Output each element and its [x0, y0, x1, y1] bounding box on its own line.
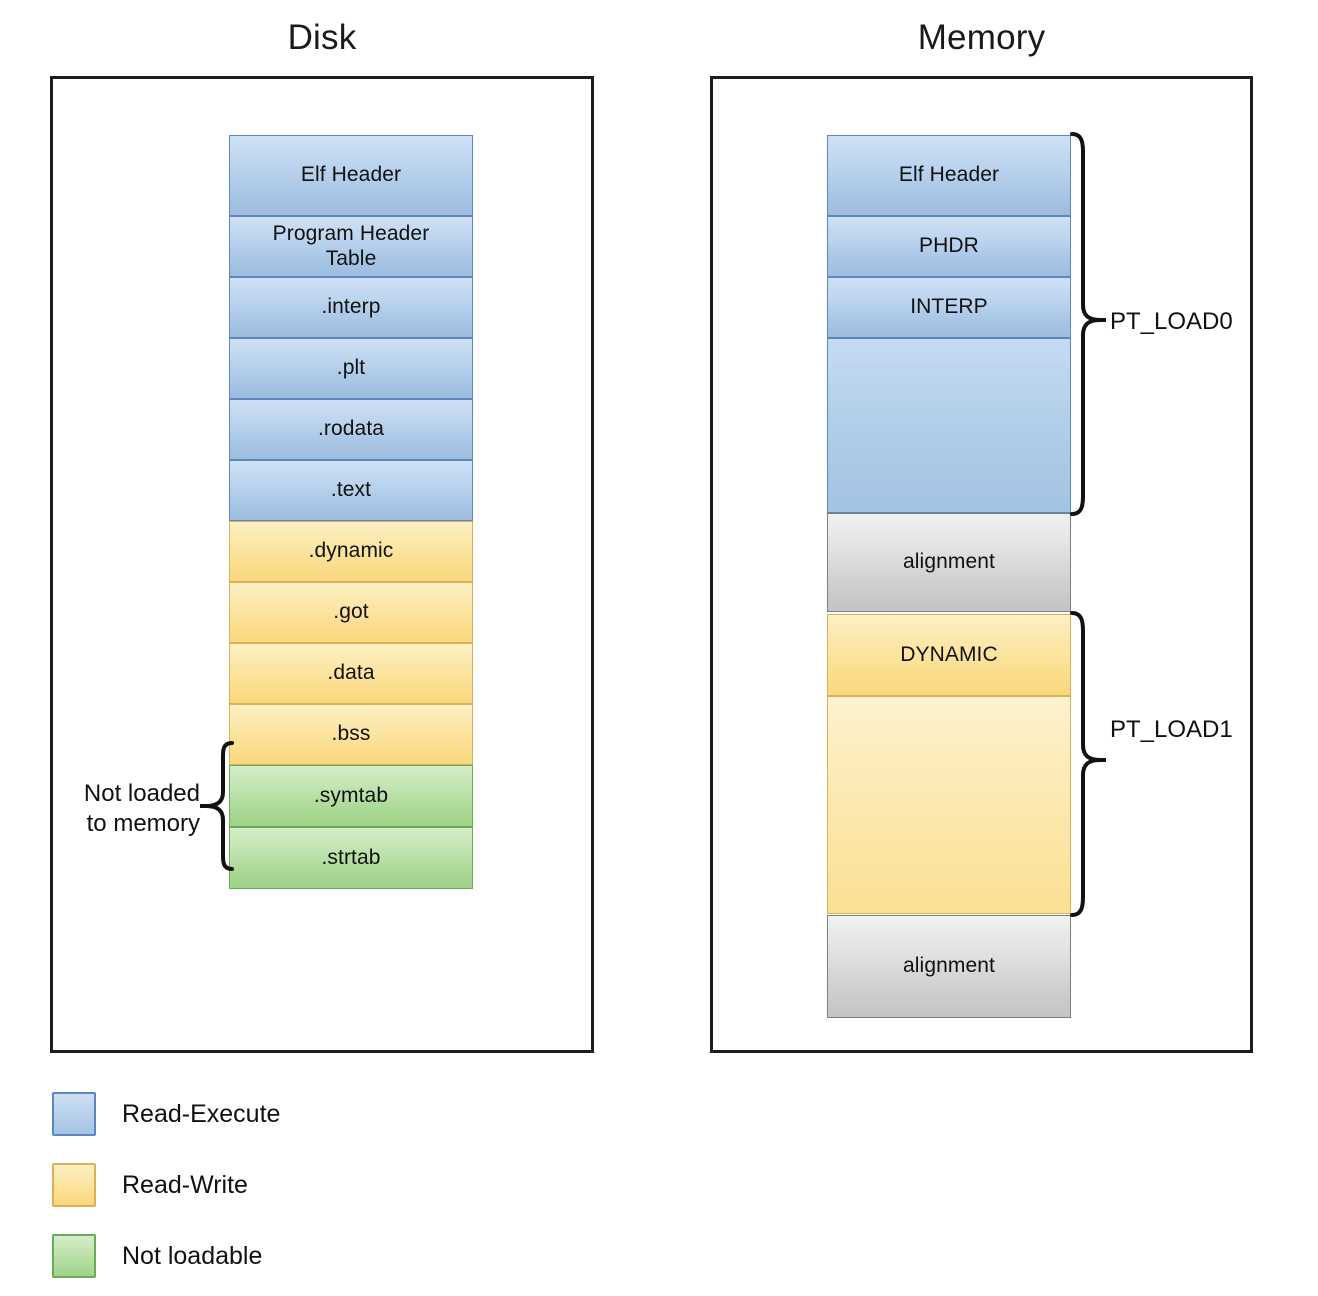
pt-load1-brace	[1070, 610, 1106, 918]
disk-block-label: .plt	[336, 356, 366, 380]
legend-item-not-loadable: Not loadable	[52, 1234, 262, 1278]
disk-block-label: .strtab	[321, 845, 381, 869]
disk-panel-title: Disk	[287, 18, 357, 57]
disk-block-text[interactable]: .text	[229, 460, 473, 521]
disk-block-label: Program Header Table	[272, 221, 430, 270]
legend-item-read-execute: Read-Execute	[52, 1092, 280, 1136]
disk-block-elf-header[interactable]: Elf Header	[229, 135, 473, 216]
disk-block-symtab[interactable]: .symtab	[229, 765, 473, 827]
legend-item-read-write: Read-Write	[52, 1163, 248, 1207]
memory-segment-stack: Elf Header PHDR INTERP alignment DYNAMIC…	[827, 135, 1071, 1019]
legend-swatch-not-loadable	[52, 1234, 96, 1278]
memory-block-alignment-top[interactable]: alignment	[827, 513, 1071, 612]
disk-block-interp[interactable]: .interp	[229, 277, 473, 338]
memory-block-label: INTERP	[910, 295, 988, 319]
memory-block-label: DYNAMIC	[900, 642, 998, 666]
not-loaded-annotation: Not loaded to memory	[83, 780, 200, 837]
disk-block-label: .interp	[321, 295, 381, 319]
disk-block-plt[interactable]: .plt	[229, 338, 473, 399]
pt-load1-label: PT_LOAD1	[1110, 716, 1233, 743]
disk-block-label: .symtab	[313, 783, 389, 807]
memory-block-label: alignment	[903, 550, 995, 574]
pt-load0-brace	[1070, 131, 1106, 517]
disk-block-rodata[interactable]: .rodata	[229, 399, 473, 460]
disk-block-strtab[interactable]: .strtab	[229, 827, 473, 889]
disk-block-label: .rodata	[317, 417, 385, 441]
disk-block-label: Elf Header	[300, 163, 402, 187]
disk-block-got[interactable]: .got	[229, 582, 473, 643]
disk-section-stack: Elf Header Program Header Table .interp …	[229, 135, 473, 889]
memory-block-label: Elf Header	[898, 163, 1000, 187]
memory-block-dynamic[interactable]: DYNAMIC	[827, 614, 1071, 696]
memory-block-label: alignment	[903, 954, 995, 978]
legend-swatch-read-write	[52, 1163, 96, 1207]
disk-block-dynamic[interactable]: .dynamic	[229, 521, 473, 582]
disk-block-label: .text	[330, 478, 372, 502]
disk-block-label: .dynamic	[308, 539, 394, 563]
memory-panel-title: Memory	[917, 18, 1046, 57]
legend-label-read-write: Read-Write	[122, 1170, 248, 1199]
disk-block-label: .got	[333, 600, 369, 624]
legend: Read-Execute Read-Write Not loadable	[52, 1092, 472, 1282]
disk-block-program-header-table[interactable]: Program Header Table	[229, 216, 473, 277]
disk-block-label: .bss	[331, 722, 371, 746]
disk-block-data[interactable]: .data	[229, 643, 473, 704]
memory-block-phdr[interactable]: PHDR	[827, 216, 1071, 277]
memory-block-interp[interactable]: INTERP	[827, 277, 1071, 338]
memory-block-alignment-bottom[interactable]: alignment	[827, 915, 1071, 1018]
disk-block-bss[interactable]: .bss	[229, 704, 473, 765]
memory-block-label: PHDR	[919, 234, 979, 258]
disk-block-label: .data	[327, 661, 375, 685]
memory-block-load1-remainder[interactable]	[827, 696, 1071, 914]
pt-load0-label: PT_LOAD0	[1110, 308, 1233, 335]
legend-label-read-execute: Read-Execute	[122, 1099, 281, 1128]
legend-label-not-loadable: Not loadable	[122, 1241, 263, 1270]
memory-block-elf-header[interactable]: Elf Header	[827, 135, 1071, 216]
not-loaded-brace	[200, 740, 234, 872]
legend-swatch-read-execute	[52, 1092, 96, 1136]
memory-block-load0-remainder[interactable]	[827, 338, 1071, 513]
